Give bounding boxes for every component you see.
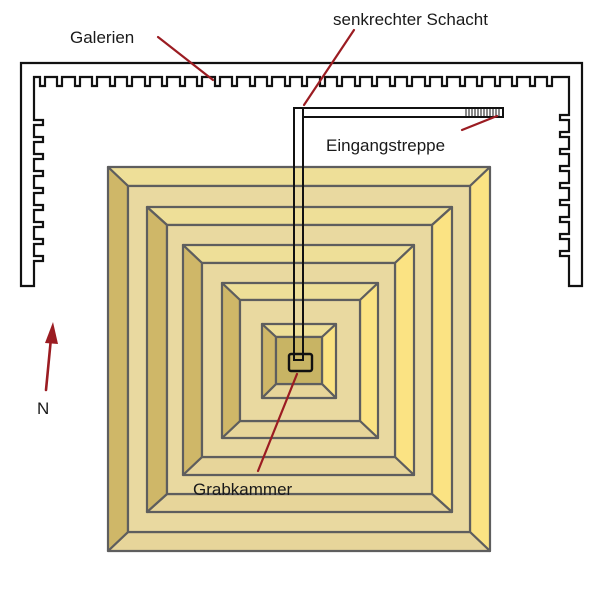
gallery-system — [19, 61, 584, 288]
label-galleries: Galerien — [70, 28, 134, 47]
pyramid-face-top — [181, 243, 416, 265]
pyramid-face-bottom — [106, 530, 492, 553]
pyramid-face-top — [220, 281, 380, 302]
north-arrow-shaft — [44, 336, 53, 392]
pyramid-face-top — [106, 165, 492, 188]
label-burial-chamber: Grabkammer — [193, 480, 293, 499]
labels: Galerien senkrechter Schacht Eingangstre… — [37, 10, 488, 499]
pyramid-face-top — [145, 205, 454, 227]
pyramid-step — [260, 322, 338, 400]
pyramid-face-left — [260, 322, 278, 400]
pyramid-face-bottom — [181, 455, 416, 477]
pyramid-face-right — [468, 165, 492, 553]
pyramid-face-left — [106, 165, 130, 553]
leader-vertical-shaft — [302, 28, 356, 107]
label-north: N — [37, 399, 49, 418]
north-arrow-icon — [45, 322, 58, 344]
burial-chamber — [287, 352, 314, 373]
shaft-corridor — [293, 107, 304, 361]
label-vertical-shaft: senkrechter Schacht — [333, 10, 488, 29]
pyramid-face-left — [181, 243, 204, 477]
pyramid-face-right — [430, 205, 454, 514]
vertical-shaft — [287, 107, 504, 373]
entrance-stair-corridor — [302, 107, 504, 118]
pyramid-face-right — [358, 281, 380, 440]
pyramid-face-left — [145, 205, 169, 514]
label-leaders — [44, 28, 499, 473]
stair-steps — [465, 109, 500, 116]
gallery-corridor — [19, 61, 584, 288]
stepped-pyramid — [106, 165, 492, 553]
leader-entrance-stairs — [460, 114, 499, 132]
leader-burial-chamber — [256, 372, 299, 473]
pyramid-face-bottom — [220, 419, 380, 440]
leader-galleries — [156, 35, 215, 82]
pyramid-face-right — [393, 243, 416, 477]
pyramid-face-left — [220, 281, 242, 440]
label-entrance-stairs: Eingangstreppe — [326, 136, 445, 155]
